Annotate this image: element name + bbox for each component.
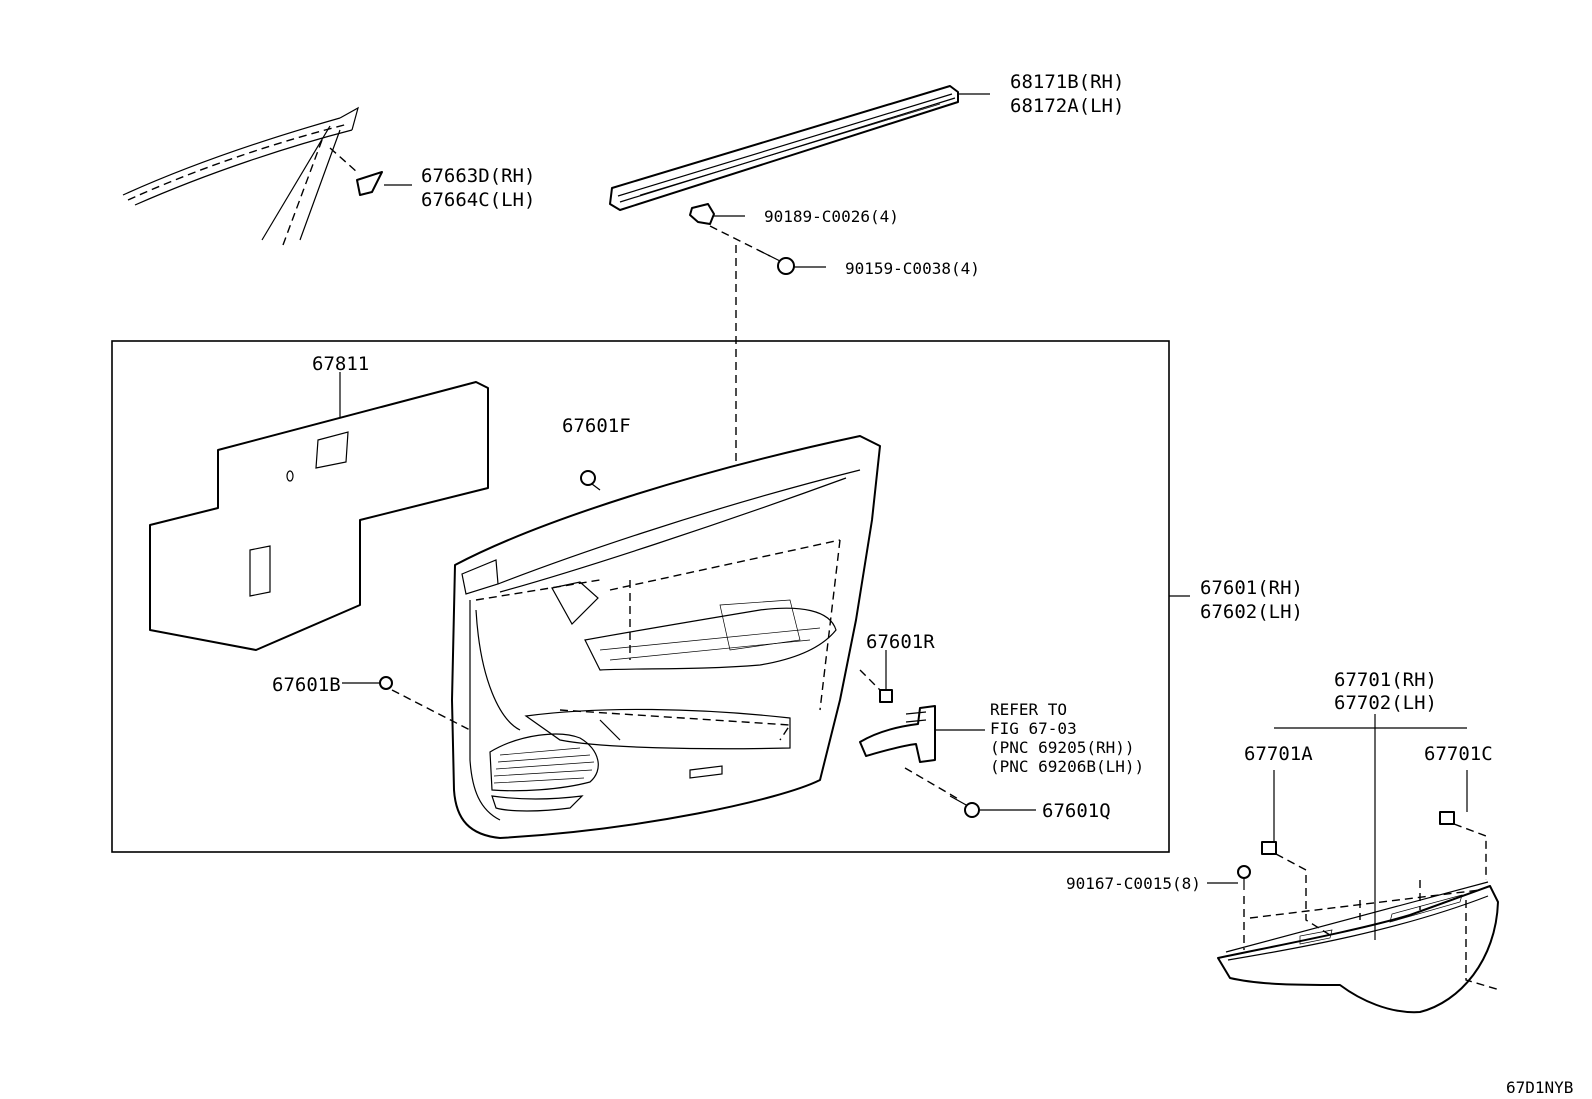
- label-67601b: 67601B: [272, 674, 341, 696]
- label-67601-rh: 67601(RH): [1200, 577, 1303, 599]
- label-67701c: 67701C: [1424, 743, 1493, 765]
- lower-garnish-assembly: [1217, 881, 1499, 1014]
- label-67664c: 67664C(LH): [421, 189, 535, 211]
- label-90167: 90167-C0015(8): [1066, 874, 1201, 893]
- label-refer-pnc-lh: (PNC 69206B(LH)): [990, 757, 1144, 776]
- label-67601q: 67601Q: [1042, 800, 1111, 822]
- label-67663d: 67663D(RH): [421, 165, 535, 187]
- label-refer-fig: FIG 67-03: [990, 719, 1077, 738]
- label-68172a: 68172A(LH): [1010, 95, 1124, 117]
- label-67601r: 67601R: [866, 631, 935, 653]
- label-67811: 67811: [312, 353, 369, 375]
- screw-67601q: [949, 795, 980, 818]
- clip-67601r: [879, 689, 893, 703]
- label-90159: 90159-C0038(4): [845, 259, 980, 278]
- clip-67701c: [1439, 811, 1455, 825]
- screw-90167: [1237, 865, 1251, 890]
- corner-piece-67663d: [356, 171, 383, 196]
- inner-door-handle: [859, 705, 936, 763]
- clip-67601f: [580, 470, 601, 491]
- label-refer-pnc-rh: (PNC 69205(RH)): [990, 738, 1135, 757]
- label-67702-lh: 67702(LH): [1334, 692, 1437, 714]
- figure-code: 67D1NYB: [1506, 1078, 1573, 1097]
- belt-weatherstrip: [609, 85, 959, 211]
- label-67701-rh: 67701(RH): [1334, 669, 1437, 691]
- window-frame-sketch: [122, 106, 359, 246]
- label-refer-to: REFER TO: [990, 700, 1067, 719]
- label-67602-lh: 67602(LH): [1200, 601, 1303, 623]
- service-hole-cover-67811: [149, 381, 489, 651]
- clip-67601b: [379, 676, 393, 690]
- door-trim-panel: [451, 435, 881, 839]
- label-68171b: 68171B(RH): [1010, 71, 1124, 93]
- screw-90159: [757, 249, 795, 275]
- clip-90189: [689, 203, 715, 225]
- label-67701a: 67701A: [1244, 743, 1313, 765]
- label-67601f: 67601F: [562, 415, 631, 437]
- clip-67701a: [1261, 841, 1277, 855]
- label-90189: 90189-C0026(4): [764, 207, 899, 226]
